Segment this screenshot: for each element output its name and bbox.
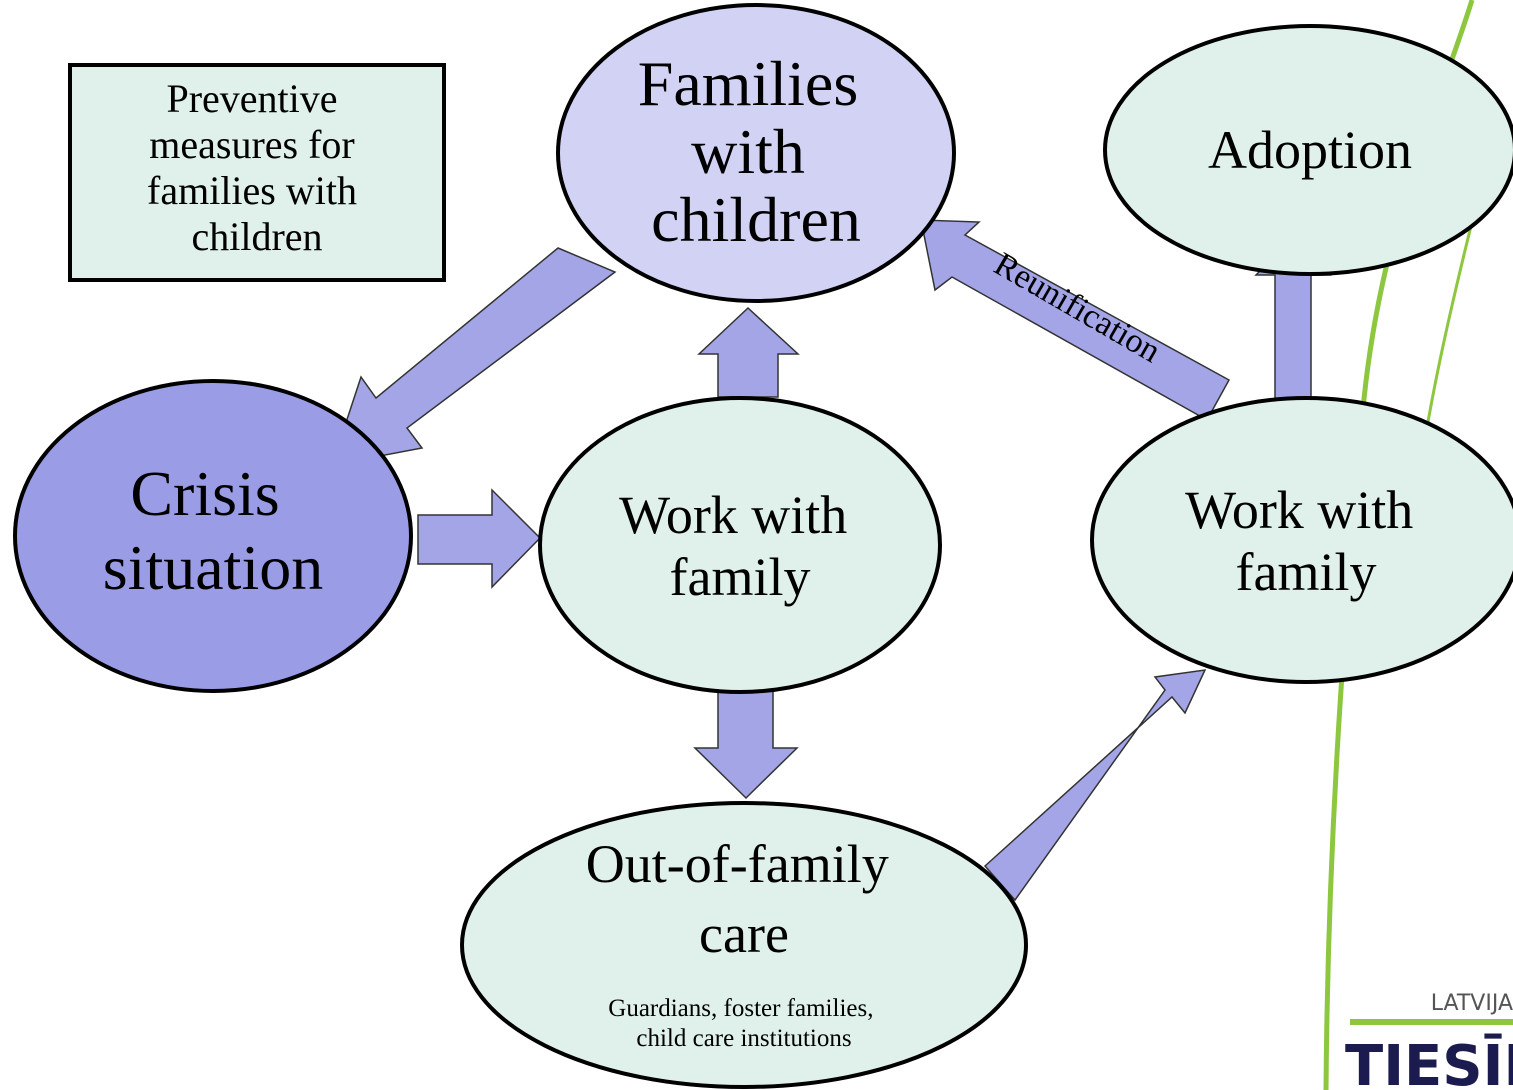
node-adoption: Adoption <box>1103 24 1513 276</box>
svg-text:Crisis situation: Crisis situation <box>103 458 323 603</box>
svg-text:Out-of-family care: Out-of-family care <box>586 834 902 964</box>
outcare-line-2: care <box>699 904 789 964</box>
node-families-with-children: Families with children <box>556 3 956 303</box>
svg-text:Families with chil: Families with children <box>638 48 874 255</box>
outcare-sub-line-2: child care institutions <box>636 1025 851 1052</box>
families-line-2: with <box>691 116 805 187</box>
crisis-line-1: Crisis <box>130 458 279 529</box>
preventive-measures-box: Preventive measures for families with ch… <box>68 63 446 282</box>
node-out-of-family-care: Out-of-family care Guardians, foster fam… <box>460 801 1028 1089</box>
arrow-work-to-families <box>697 306 800 398</box>
families-line-3: children <box>651 184 861 255</box>
work-right-line-2: family <box>1236 542 1377 602</box>
preventive-measures-rect <box>68 63 446 282</box>
arrow-reunification <box>920 219 1231 422</box>
logo-country: LATVIJA <box>1431 991 1513 1016</box>
preventive-line-2: measures for <box>149 122 354 167</box>
adoption-label: Adoption <box>1208 120 1412 180</box>
work-right-line-1: Work with <box>1185 480 1413 540</box>
arrows <box>330 219 1332 902</box>
arrow-outcare-to-work-right <box>983 669 1207 902</box>
logo: LATVIJA TIESĪBS <box>1345 991 1513 1090</box>
preventive-line-1: Preventive <box>166 76 337 121</box>
work-left-line-2: family <box>670 547 811 607</box>
work-left-line-1: Work with <box>619 485 847 545</box>
outcare-line-1: Out-of-family <box>586 834 889 894</box>
node-work-with-family-right: Work with family <box>1090 396 1513 684</box>
svg-text:Work with family: Work with family <box>619 485 861 607</box>
families-line-1: Families <box>638 48 858 119</box>
arrow-work-to-outcare <box>693 689 799 800</box>
svg-text:Work with family: Work with family <box>1185 480 1427 602</box>
svg-text:Guardians, foster families,: Guardians, foster families, child care i… <box>608 995 879 1052</box>
node-crisis-situation: Crisis situation <box>13 379 413 693</box>
arrow-crisis-to-work <box>417 488 542 589</box>
node-work-with-family-left: Work with family <box>538 396 942 694</box>
preventive-line-3: families with <box>147 168 357 213</box>
outcare-sub-line-1: Guardians, foster families, <box>608 995 873 1022</box>
logo-name: TIESĪBS <box>1345 1034 1513 1090</box>
preventive-line-4: children <box>191 214 322 259</box>
svg-text:Preventive measures for: Preventive measures for families with ch… <box>147 76 367 259</box>
crisis-line-2: situation <box>103 532 323 603</box>
